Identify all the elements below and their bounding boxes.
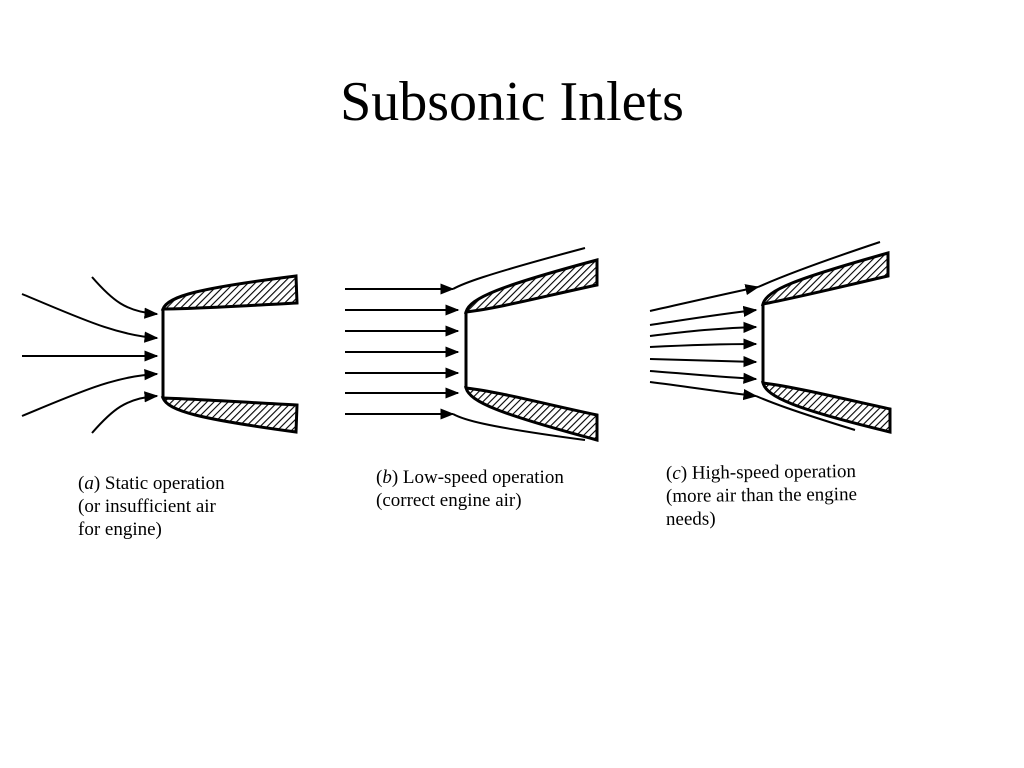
panel-letter: b	[382, 467, 392, 488]
streamline	[649, 338, 758, 350]
caption-line: High-speed operation	[691, 461, 857, 484]
caption-line: for engine)	[78, 519, 162, 540]
dividing-streamline	[757, 241, 881, 288]
dividing-streamline	[452, 247, 586, 290]
streamline	[649, 356, 758, 368]
dividing-streamline	[755, 395, 856, 431]
panel-letter: c	[672, 462, 681, 484]
streamline	[21, 293, 159, 343]
caption-line: Static operation	[104, 473, 225, 494]
caption-line: Low-speed operation	[402, 467, 564, 488]
caption-c: (c) High-speed operation (more air than …	[665, 461, 858, 530]
panel-b-diagram	[345, 247, 599, 442]
panel-c-diagram	[649, 241, 892, 434]
streamline	[91, 276, 159, 319]
caption-line: (correct engine air)	[376, 490, 522, 511]
panel-a-nacelle	[160, 274, 299, 434]
streamline	[21, 369, 159, 417]
streamline	[649, 370, 758, 384]
slide-title: Subsonic Inlets	[340, 71, 684, 133]
panel-c-nacelle	[760, 251, 892, 434]
panel-b-nacelle	[463, 258, 599, 442]
caption-b: (b) Low-speed operation (correct engine …	[376, 467, 564, 511]
caption-a: (a) Static operation (or insufficient ai…	[78, 473, 225, 540]
caption-line: (or insufficient air	[78, 496, 216, 517]
panel-c-streamlines	[649, 241, 881, 431]
panel-b-streamlines	[345, 247, 586, 441]
panel-a-streamlines	[21, 276, 159, 434]
caption-line: needs)	[665, 508, 716, 530]
streamline	[649, 305, 758, 326]
caption-line: (more air than the engine	[665, 484, 858, 507]
panel-a-diagram	[21, 274, 299, 434]
panel-letter: a	[84, 473, 94, 494]
dividing-streamline	[452, 413, 586, 441]
streamline	[649, 284, 760, 312]
streamline	[649, 321, 758, 337]
streamline	[649, 381, 758, 401]
streamline	[91, 391, 159, 434]
